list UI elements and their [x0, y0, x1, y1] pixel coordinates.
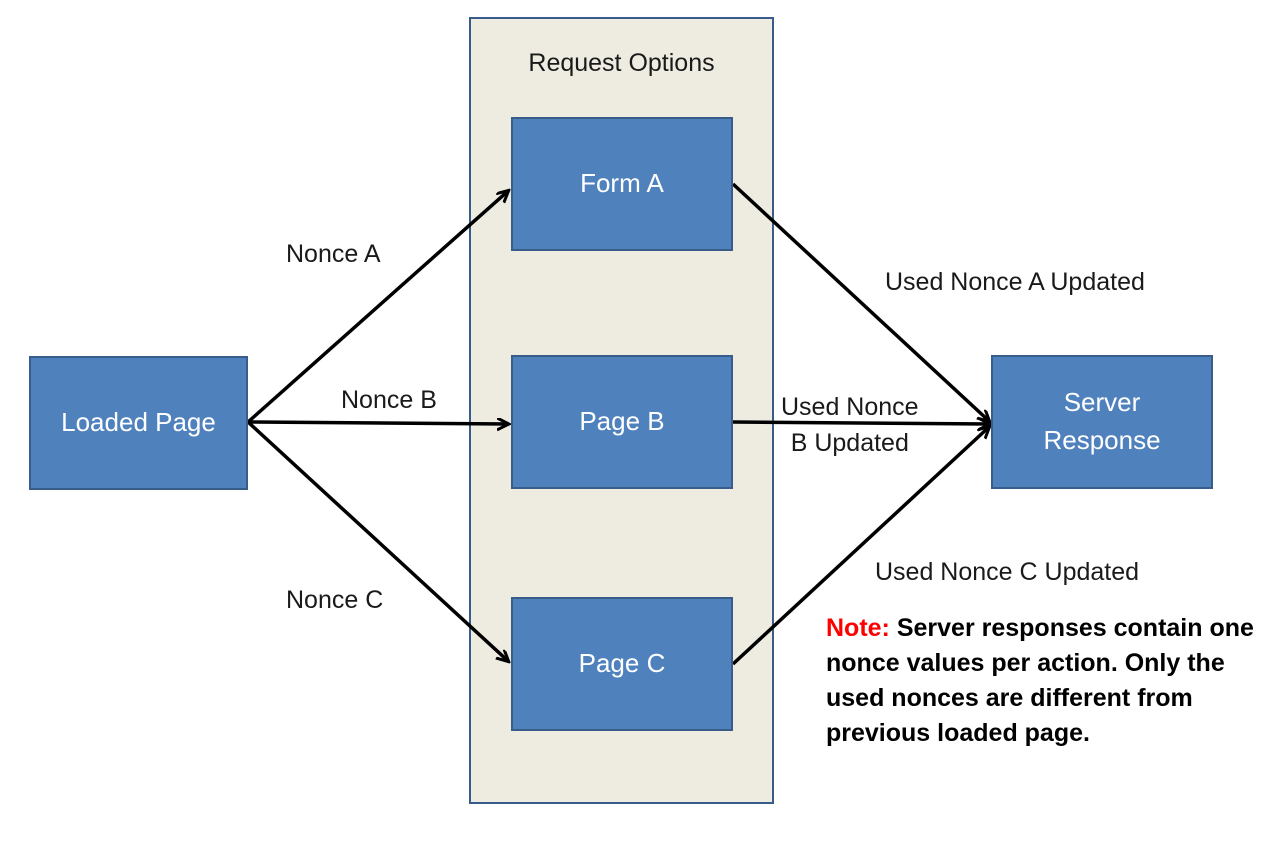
loaded-page-node: Loaded Page — [29, 356, 248, 490]
note-lead: Note: — [826, 614, 890, 642]
form-a-label: Form A — [580, 168, 664, 199]
edge-page-c-to-server — [731, 427, 989, 666]
edge-page-b-to-server — [732, 422, 989, 424]
nonce-b-label: Nonce B — [341, 386, 437, 414]
page-c-node: Page C — [511, 597, 733, 731]
edge-loaded-to-form-a — [246, 191, 508, 424]
edge-form-a-to-server — [731, 182, 989, 421]
used-nonce-a-label: Used Nonce A Updated — [885, 268, 1145, 296]
used-nonce-c-label: Used Nonce C Updated — [875, 558, 1140, 586]
nonce-c-label: Nonce C — [286, 586, 384, 614]
note-text-block: Note: Server responses contain one nonce… — [826, 611, 1256, 751]
edge-loaded-to-page-b — [247, 422, 508, 424]
page-b-label: Page B — [579, 406, 665, 437]
form-a-node: Form A — [511, 117, 733, 251]
nonce-a-label: Nonce A — [286, 240, 381, 268]
page-b-node: Page B — [511, 355, 733, 489]
page-c-label: Page C — [578, 648, 666, 679]
loaded-page-label: Loaded Page — [61, 407, 216, 438]
server-response-label: Server Response — [1043, 387, 1161, 455]
edge-loaded-to-page-c — [246, 420, 508, 661]
used-nonce-b-label: Used Nonce B Updated — [781, 393, 919, 458]
server-response-node: Server Response — [991, 355, 1213, 489]
panel-title: Request Options — [528, 49, 715, 77]
note-body: Server responses contain one nonce value… — [826, 614, 1254, 747]
